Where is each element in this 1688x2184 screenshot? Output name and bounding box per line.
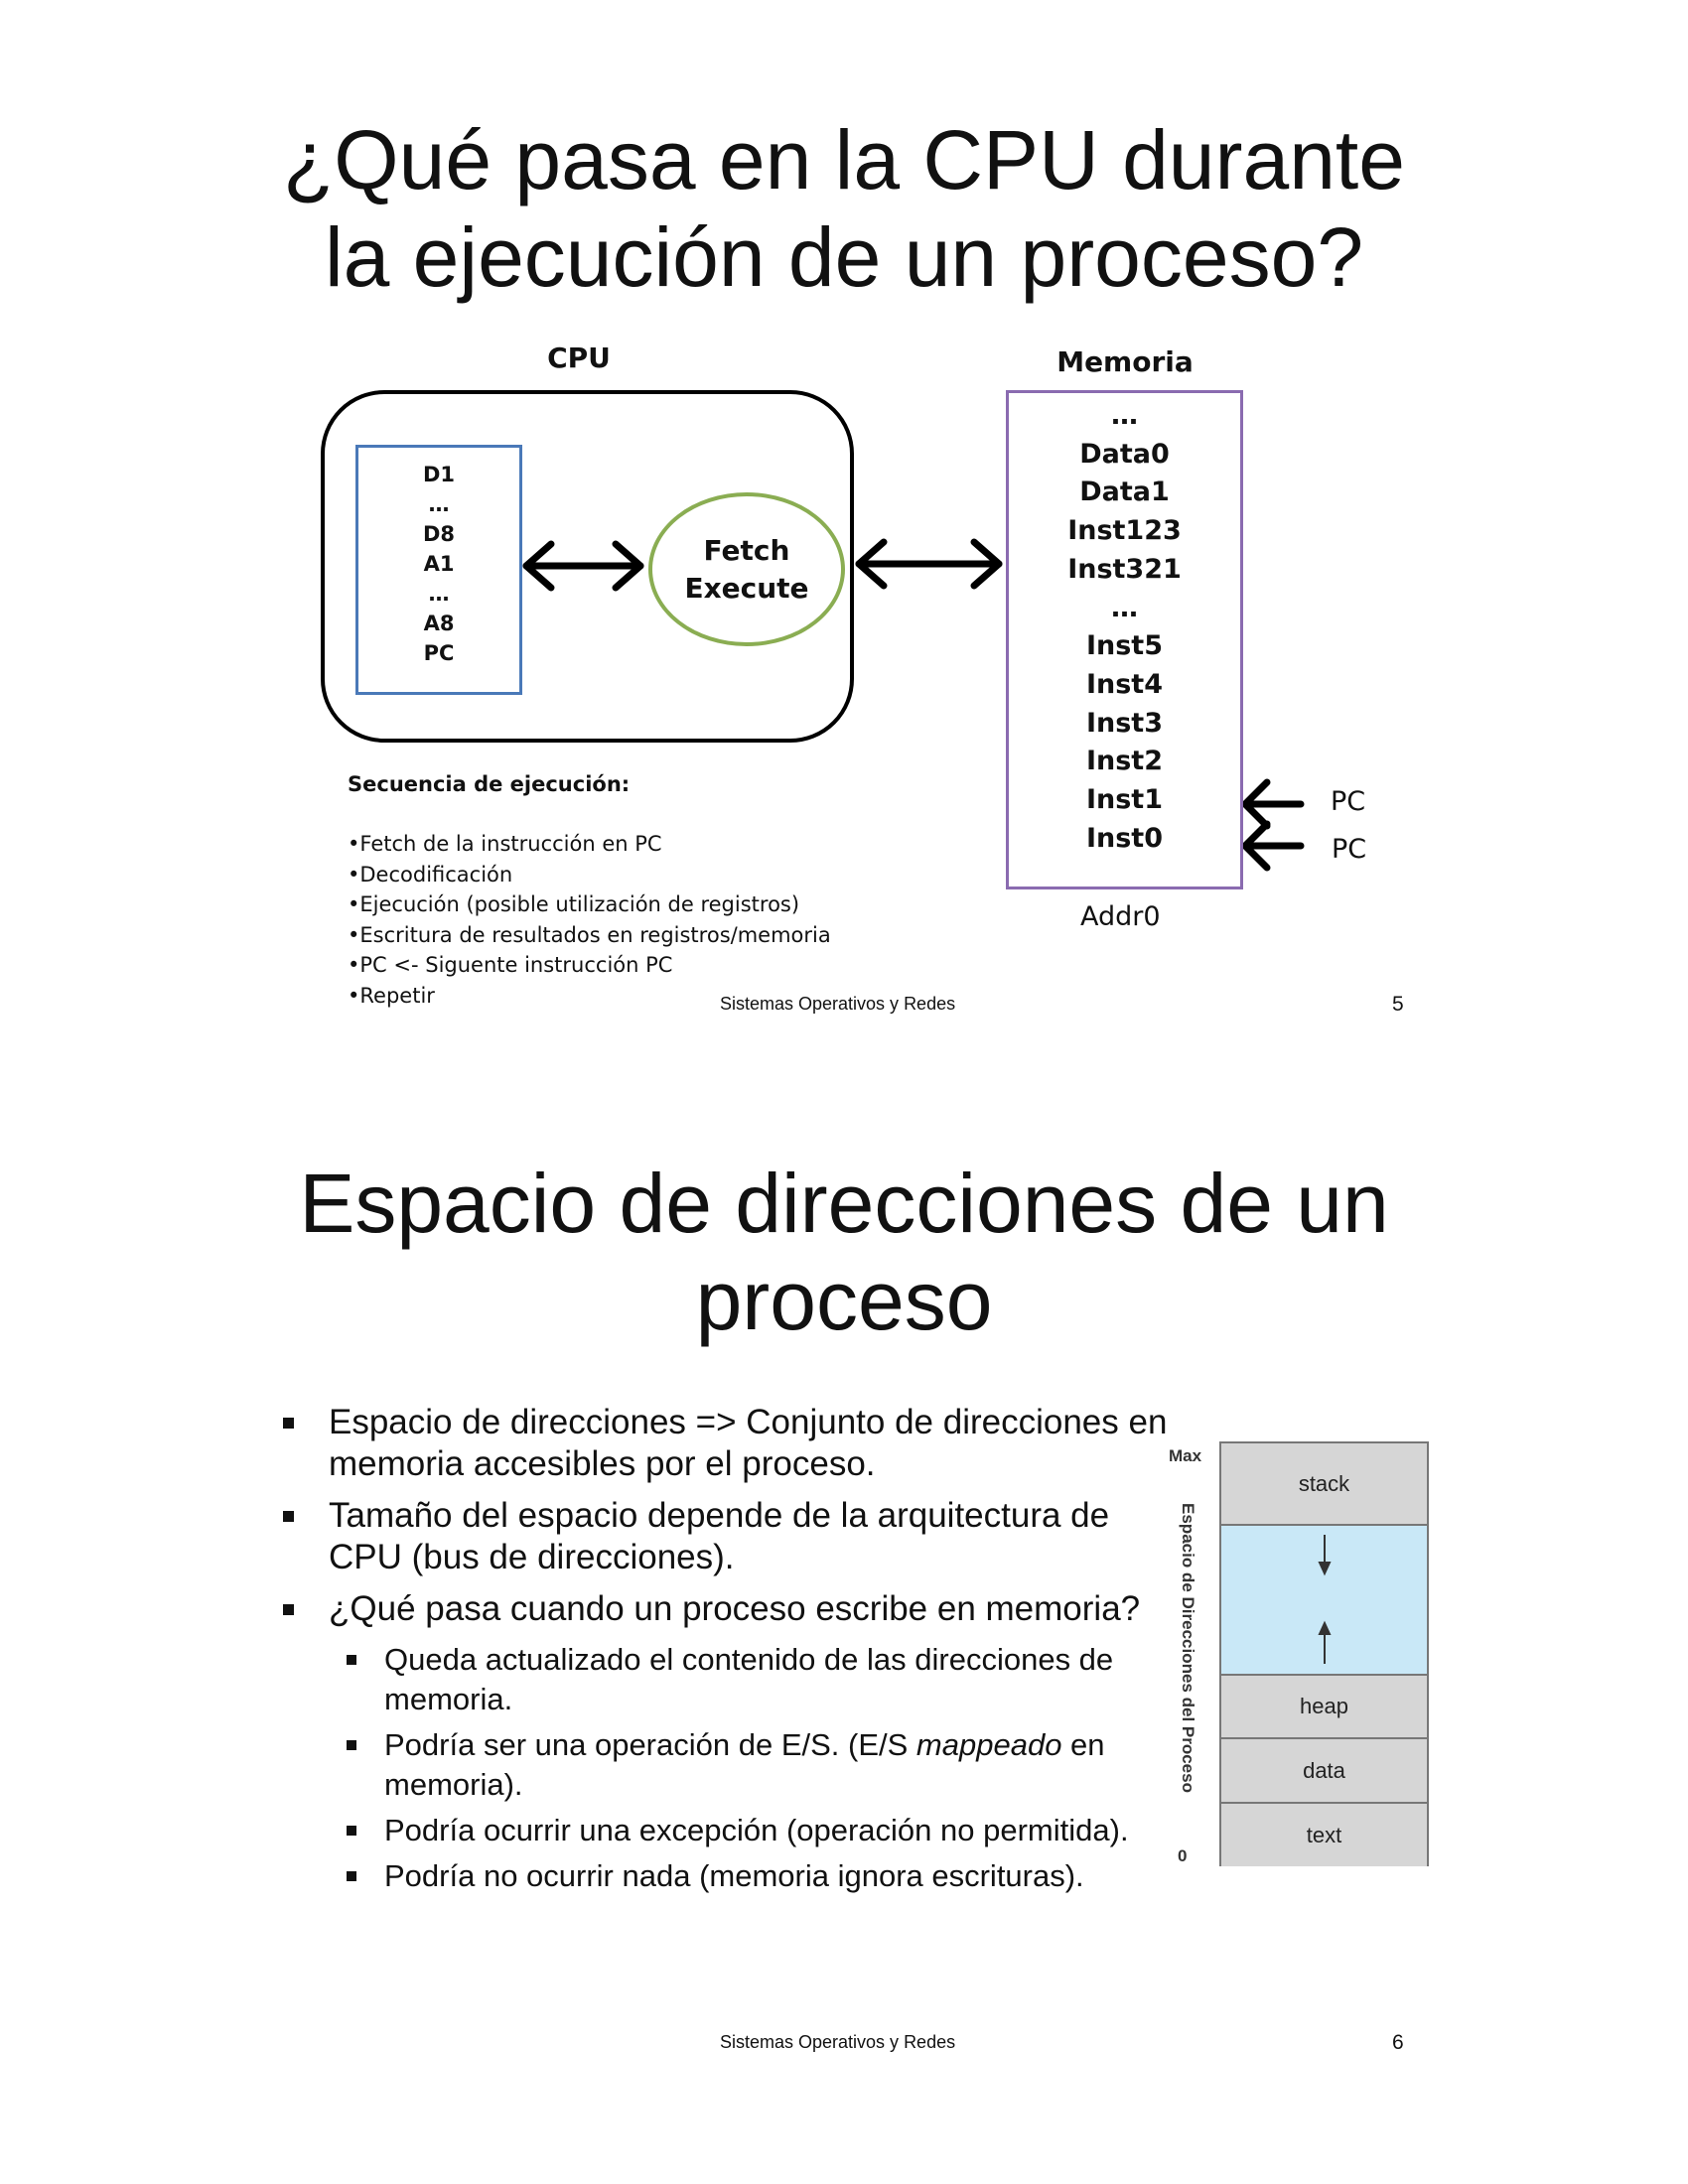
left-arrow-icon [1241,820,1305,872]
address-space-axis-label: Espacio de Direcciones del Proceso [1179,1503,1197,1793]
slide2-title-line-1: Espacio de direcciones de un [299,1157,1389,1250]
segment-label: stack [1298,1470,1350,1496]
slide1-footer: Sistemas Operativos y Redes [720,994,956,1014]
sub-bullet-italic: mappeado [915,1727,1062,1762]
register-box: D1 … D8 A1 … A8 PC [355,445,522,695]
memory-item: Inst0 [1085,822,1164,854]
memory-item: Inst3 [1085,707,1164,739]
slide1-title-line-2: la ejecución de un proceso? [324,210,1364,304]
fetch-execute-oval: Fetch Execute [648,492,845,646]
memory-item: … [1111,592,1138,623]
bullet-item: Tamaño del espacio depende de la arquite… [281,1495,1175,1578]
slide1-page-number: 5 [1392,993,1404,1016]
address-space-diagram: stack heap data text [1219,1441,1429,1866]
memory-item: Inst123 [1067,515,1182,547]
bullet-item: Espacio de direcciones => Conjunto de di… [281,1402,1175,1485]
sequence-heading: Secuencia de ejecución: [348,772,631,796]
execution-sequence: Secuencia de ejecución: •Fetch de la ins… [348,769,904,1011]
slide2-title: Espacio de direcciones de un proceso [199,1155,1489,1349]
register-item: D1 [422,463,456,486]
memory-item: Inst321 [1067,553,1182,585]
segment-label: heap [1300,1694,1348,1718]
sub-bullet-text: Podría ser una operación de E/S. (E/S [384,1727,916,1762]
double-arrow-icon [855,538,1003,590]
sequence-item: •Fetch de la instrucción en PC [348,832,662,856]
execute-label: Execute [684,571,809,605]
pc-label: PC [1331,786,1366,817]
register-item: D8 [422,522,456,546]
sequence-item: •PC <- Siguente instrucción PC [348,953,673,977]
sequence-item: •Repetir [348,983,435,1008]
memory-label: Memoria [1056,345,1194,378]
memory-item: Inst1 [1085,784,1164,816]
slide1-title-line-1: ¿Qué pasa en la CPU durante [283,113,1405,206]
bullet-item: ¿Qué pasa cuando un proceso escribe en m… [281,1588,1175,1630]
slide2-footer: Sistemas Operativos y Redes [720,2032,956,2052]
stack-segment: stack [1221,1443,1427,1526]
pc-label: PC [1332,834,1367,865]
sequence-item: •Escritura de resultados en registros/me… [348,922,831,947]
heap-segment: heap [1221,1676,1427,1739]
memory-item: Data0 [1079,438,1170,470]
memory-item: Data1 [1079,477,1170,508]
segment-label: data [1303,1757,1345,1783]
down-arrow-icon [1318,1535,1332,1576]
bullet-list: Espacio de direcciones => Conjunto de di… [281,1402,1175,1902]
fetch-label: Fetch [703,533,790,567]
register-item: … [428,492,450,516]
register-item: A1 [423,552,455,576]
double-arrow-icon [522,540,644,592]
slide1-title: ¿Qué pasa en la CPU durante la ejecución… [199,111,1489,306]
sequence-item: •Decodificación [348,862,513,887]
memory-item: … [1111,400,1138,431]
slide2-title-line-2: proceso [695,1254,993,1347]
sub-bullet-item: Podría ocurrir una excepción (operación … [281,1811,1175,1850]
memory-item: Inst5 [1085,630,1164,662]
sub-bullet-item: Queda actualizado el contenido de las di… [281,1640,1175,1719]
sub-bullet-item: Podría no ocurrir nada (memoria ignora e… [281,1856,1175,1896]
sub-bullet-text: en memoria). [384,1727,1105,1802]
up-arrow-icon [1318,1620,1332,1664]
text-segment: text [1221,1804,1427,1866]
cpu-box [321,390,854,743]
cpu-label: CPU [547,341,611,374]
memory-box: … Data0 Data1 Inst123 Inst321 … Inst5 In… [1006,390,1243,889]
bullet-item-text: ¿Qué pasa cuando un proceso escribe en m… [329,1589,1141,1628]
addr0-label: Addr0 [1080,901,1161,932]
left-arrow-icon [1241,778,1305,830]
double-arrows-diagram [522,538,1305,872]
memory-item: Inst2 [1085,746,1164,777]
register-item: … [428,582,450,606]
data-segment: data [1221,1739,1427,1804]
memory-item: Inst4 [1085,668,1164,700]
zero-label: 0 [1178,1846,1188,1865]
register-item: A8 [423,612,455,635]
growth-arrows [1318,1535,1332,1664]
slide2-page-number: 6 [1392,2031,1404,2054]
max-label: Max [1169,1446,1202,1465]
segment-label: text [1306,1822,1342,1847]
sub-bullet-item: Podría ser una operación de E/S. (E/S ma… [281,1725,1175,1805]
sequence-item: •Ejecución (posible utilización de regis… [348,892,800,916]
sub-bullet-list: Queda actualizado el contenido de las di… [281,1640,1175,1896]
register-item: PC [423,641,455,665]
